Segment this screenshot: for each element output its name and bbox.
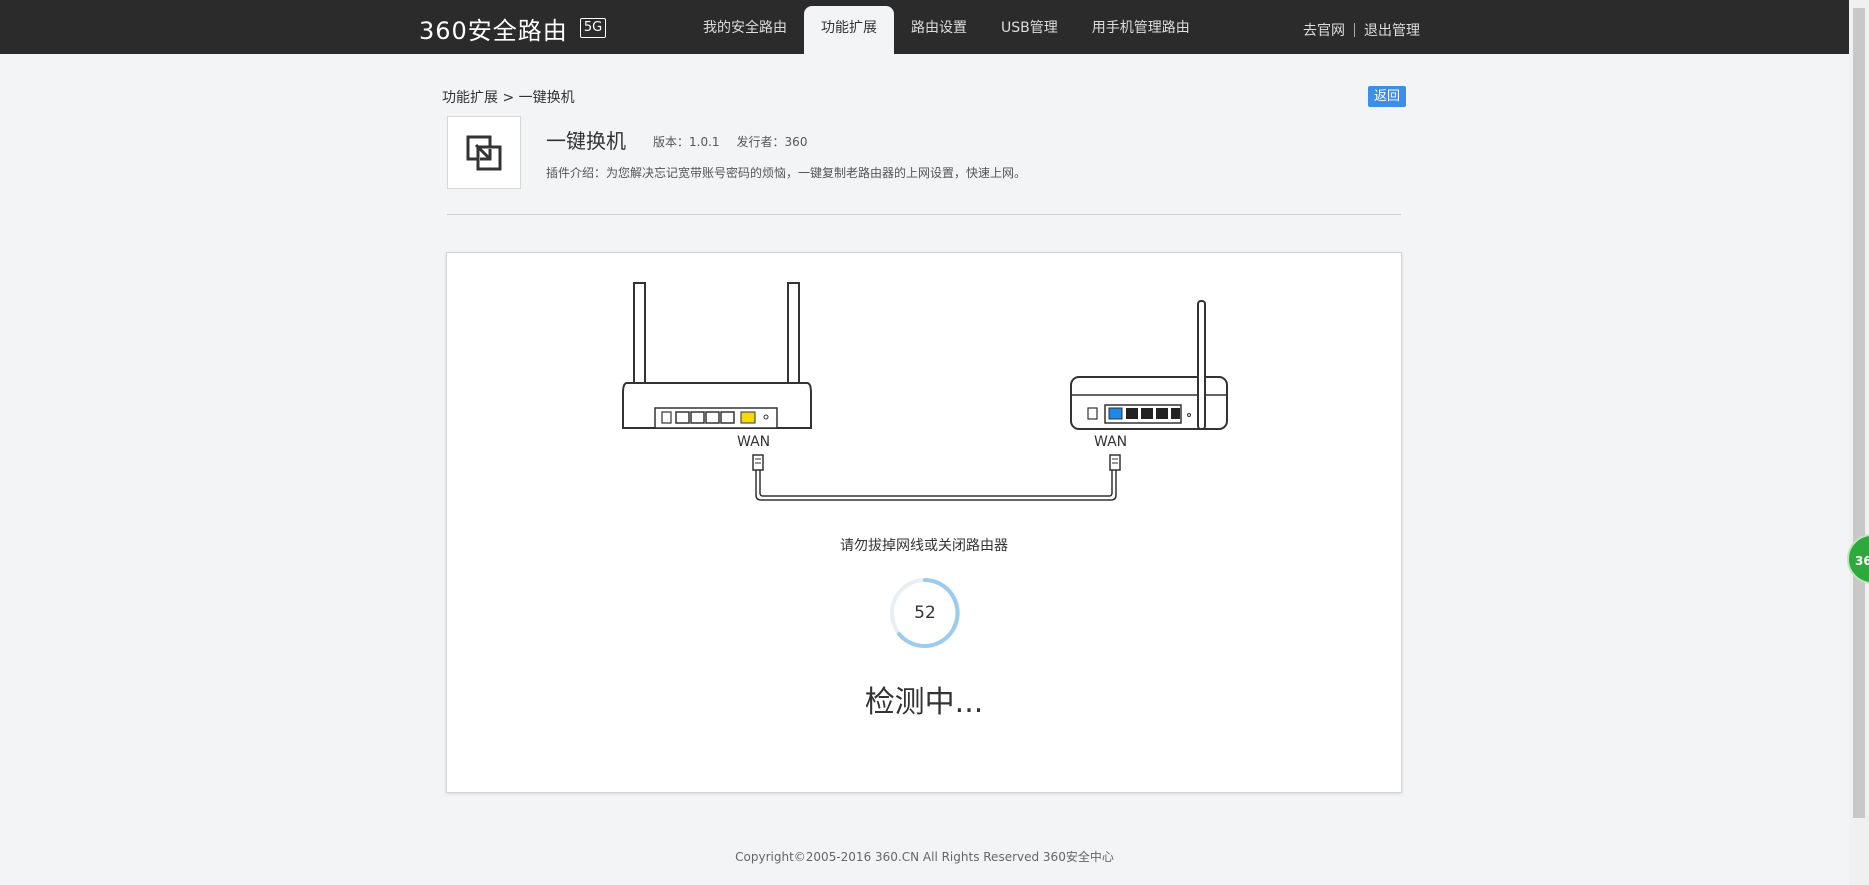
ethernet-cable bbox=[755, 470, 1117, 501]
logo-text: 360安全路由 bbox=[419, 16, 568, 45]
plugin-description: 插件介绍：为您解决忘记宽带账号密码的烦恼，一键复制老路由器的上网设置，快速上网。 bbox=[546, 166, 1027, 180]
top-bar: 360安全路由 5G 我的安全路由 功能扩展 路由设置 USB管理 用手机管理路… bbox=[0, 0, 1849, 54]
warning-text: 请勿拔掉网线或关闭路由器 bbox=[840, 538, 1008, 554]
official-site-link[interactable]: 去官网 bbox=[1303, 23, 1345, 39]
link-separator bbox=[1354, 23, 1355, 37]
status-text: 检测中... bbox=[864, 685, 984, 720]
top-links: 去官网 退出管理 bbox=[1303, 20, 1420, 40]
plugin-icon bbox=[447, 116, 521, 189]
main-nav: 我的安全路由 功能扩展 路由设置 USB管理 用手机管理路由 bbox=[686, 6, 1207, 54]
scrollbar[interactable] bbox=[1849, 0, 1869, 885]
left-router-antenna-left bbox=[633, 282, 646, 389]
divider bbox=[447, 214, 1401, 215]
logo-5g-badge: 5G bbox=[579, 18, 607, 38]
tab-mobile-management[interactable]: 用手机管理路由 bbox=[1091, 20, 1190, 36]
router-connection-diagram bbox=[622, 282, 1228, 501]
tab-router-settings[interactable]: 路由设置 bbox=[911, 20, 967, 36]
wan-label-left: WAN bbox=[737, 434, 771, 450]
footer-copyright: Copyright©2005-2016 360.CN All Rights Re… bbox=[735, 850, 1114, 864]
logout-link[interactable]: 退出管理 bbox=[1364, 23, 1420, 39]
left-router-wan-port bbox=[740, 411, 756, 424]
plugin-version: 版本：1.0.1 bbox=[653, 135, 720, 149]
logo[interactable]: 360安全路由 5G bbox=[419, 14, 607, 45]
scrollbar-thumb[interactable] bbox=[1853, 8, 1865, 818]
plugin-meta: 版本：1.0.1 发行者：360 bbox=[653, 133, 807, 150]
right-router-antenna bbox=[1197, 300, 1206, 430]
plugin-publisher: 发行者：360 bbox=[736, 135, 808, 149]
router-swap-icon bbox=[466, 135, 502, 170]
right-router-wan-port bbox=[1108, 407, 1123, 420]
progress-value: 52 bbox=[914, 603, 936, 623]
breadcrumb: 功能扩展 > 一键换机 bbox=[442, 90, 575, 106]
wan-label-right: WAN bbox=[1094, 434, 1128, 450]
left-router-antenna-right bbox=[787, 282, 800, 389]
progress-ring bbox=[890, 578, 960, 648]
migration-panel: WAN WAN 请勿拔掉网线或关闭路由器 52 检测中... bbox=[446, 252, 1402, 793]
plugin-title: 一键换机 bbox=[546, 129, 626, 153]
tab-usb-management[interactable]: USB管理 bbox=[1001, 20, 1058, 36]
back-button[interactable]: 返回 bbox=[1368, 86, 1406, 107]
tab-extensions[interactable]: 功能扩展 bbox=[804, 6, 894, 54]
tab-my-router[interactable]: 我的安全路由 bbox=[703, 20, 787, 36]
